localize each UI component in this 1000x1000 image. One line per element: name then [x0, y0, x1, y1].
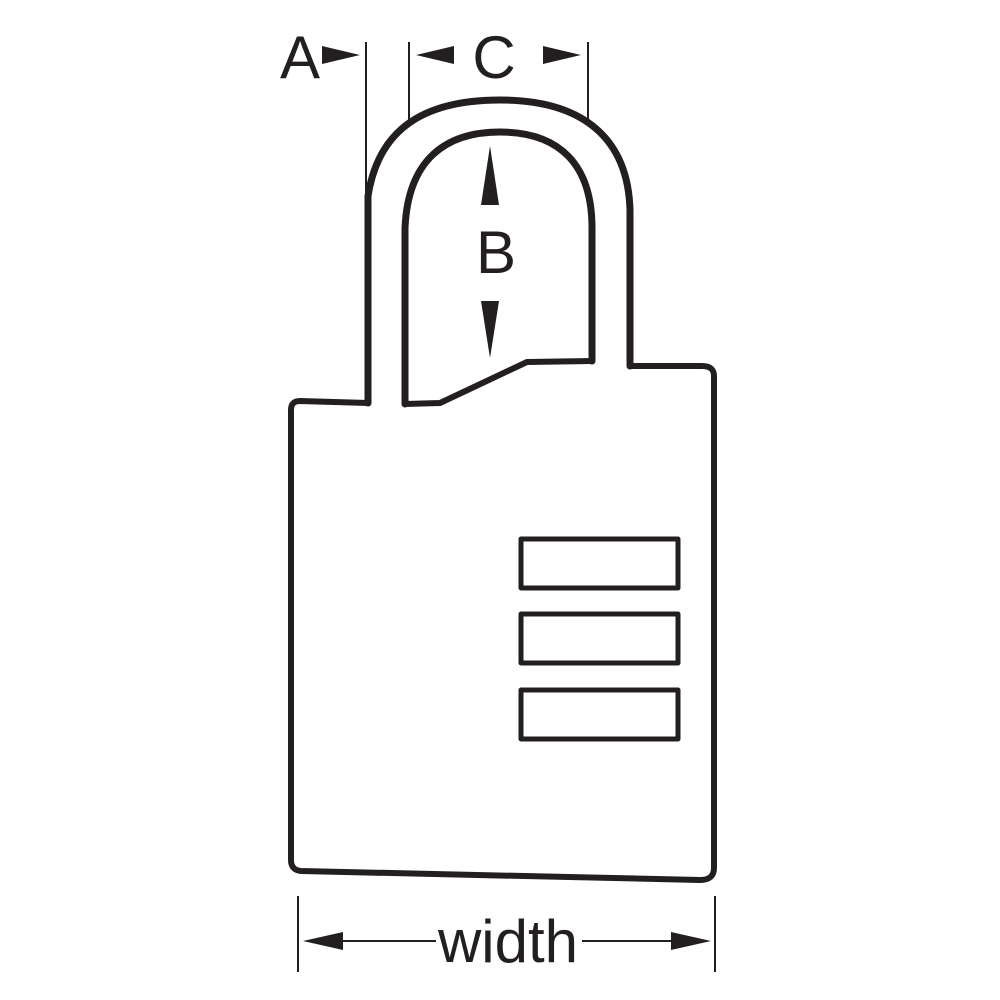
arrowhead-width-left: [303, 932, 343, 950]
label-width: width: [437, 908, 578, 975]
arrowhead-width-right: [671, 932, 711, 950]
combination-dials: [518, 536, 681, 742]
label-c: C: [472, 24, 515, 91]
dimension-width: width: [297, 896, 716, 975]
shackle-inner-edge: [401, 128, 596, 408]
arrowhead-c-left: [416, 46, 454, 64]
shackle: [364, 96, 634, 408]
dial-window-1: [518, 536, 681, 591]
dial-window-2: [518, 611, 681, 666]
dial-window-3: [518, 687, 681, 742]
arrowhead-b-bottom: [481, 301, 499, 358]
arrowhead-a: [322, 46, 360, 64]
shackle-outer-edge: [364, 96, 634, 407]
label-b: B: [476, 219, 516, 286]
lock-body: [288, 358, 717, 883]
label-a: A: [280, 24, 320, 91]
dimension-b: B: [476, 146, 516, 358]
dimension-c: C: [408, 24, 589, 122]
dimension-a: A: [280, 24, 367, 195]
arrowhead-b-top: [481, 146, 499, 205]
arrowhead-c-right: [543, 46, 581, 64]
